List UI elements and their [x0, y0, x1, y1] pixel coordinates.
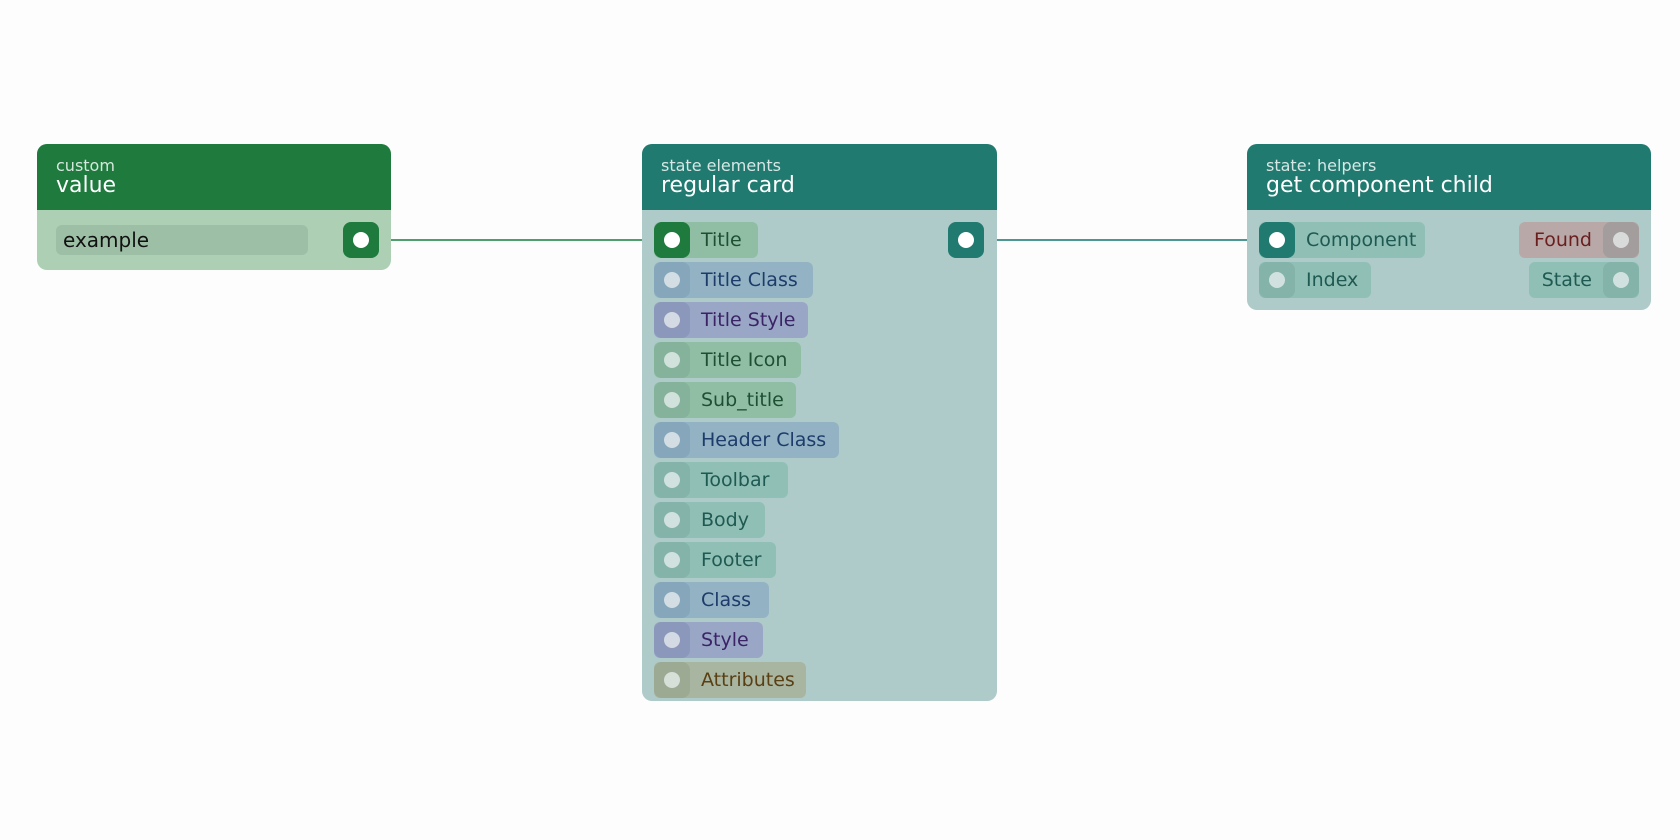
port-label: State: [1541, 269, 1592, 291]
port-dot-icon: [664, 352, 680, 368]
port-label: Footer: [701, 549, 762, 571]
port-socket[interactable]: [654, 662, 690, 698]
port-label: Component: [1306, 229, 1417, 251]
port-label: Body: [701, 509, 749, 531]
input-port-sub-title[interactable]: Sub_title: [654, 382, 796, 418]
port-socket[interactable]: [1259, 222, 1295, 258]
port-socket[interactable]: [654, 262, 690, 298]
input-port-header-class[interactable]: Header Class: [654, 422, 839, 458]
port-dot-icon: [664, 232, 680, 248]
input-port-component[interactable]: Component: [1259, 222, 1425, 258]
port-socket[interactable]: [654, 462, 690, 498]
input-port-style[interactable]: Style: [654, 622, 763, 658]
node-title: get component child: [1266, 173, 1493, 198]
port-socket[interactable]: [654, 342, 690, 378]
port-dot-icon: [664, 392, 680, 408]
regular-card-node-header[interactable]: state elements regular card: [642, 144, 997, 210]
port-label: Title: [701, 229, 742, 251]
port-label: Title Class: [701, 269, 798, 291]
input-port-footer[interactable]: Footer: [654, 542, 776, 578]
port-label: Index: [1306, 269, 1359, 291]
port-socket[interactable]: [654, 302, 690, 338]
port-label: Sub_title: [701, 389, 784, 411]
input-port-attributes[interactable]: Attributes: [654, 662, 806, 698]
value-output-port[interactable]: [343, 222, 379, 258]
input-port-title-icon[interactable]: Title Icon: [654, 342, 801, 378]
value-input[interactable]: example: [56, 225, 308, 255]
input-port-title-class[interactable]: Title Class: [654, 262, 813, 298]
get-component-child-node[interactable]: state: helpers get component child Compo…: [1247, 144, 1651, 310]
input-port-title[interactable]: Title: [654, 222, 758, 258]
node-category: custom: [56, 156, 115, 175]
node-category: state: helpers: [1266, 156, 1377, 175]
port-label: Attributes: [701, 669, 795, 691]
port-socket[interactable]: [654, 502, 690, 538]
port-socket[interactable]: [1259, 262, 1295, 298]
port-label: Toolbar: [701, 469, 770, 491]
port-label: Style: [701, 629, 749, 651]
port-socket[interactable]: [654, 382, 690, 418]
port-socket[interactable]: [1603, 222, 1639, 258]
input-port-title-style[interactable]: Title Style: [654, 302, 808, 338]
port-label: Title Icon: [701, 349, 788, 371]
input-port-class[interactable]: Class: [654, 582, 769, 618]
port-dot-icon: [664, 632, 680, 648]
port-dot-icon: [1613, 232, 1629, 248]
input-port-toolbar[interactable]: Toolbar: [654, 462, 788, 498]
port-dot-icon: [664, 272, 680, 288]
port-dot-icon: [664, 512, 680, 528]
value-node-header[interactable]: custom value: [37, 144, 391, 210]
port-dot-icon: [353, 232, 369, 248]
node-title: regular card: [661, 173, 795, 198]
port-dot-icon: [664, 592, 680, 608]
port-dot-icon: [1269, 232, 1285, 248]
port-dot-icon: [664, 432, 680, 448]
port-label: Title Style: [701, 309, 796, 331]
output-port-state[interactable]: State: [1529, 262, 1639, 298]
port-dot-icon: [1269, 272, 1285, 288]
port-socket[interactable]: [654, 422, 690, 458]
output-port-found[interactable]: Found: [1519, 222, 1639, 258]
node-title: value: [56, 173, 117, 198]
port-dot-icon: [664, 312, 680, 328]
port-socket[interactable]: [654, 582, 690, 618]
input-port-body[interactable]: Body: [654, 502, 765, 538]
port-socket[interactable]: [654, 542, 690, 578]
port-dot-icon: [1613, 272, 1629, 288]
port-socket[interactable]: [1603, 262, 1639, 298]
port-socket[interactable]: [654, 222, 690, 258]
node-category: state elements: [661, 156, 781, 175]
value-node[interactable]: custom value example: [37, 144, 391, 270]
port-socket[interactable]: [654, 622, 690, 658]
port-label: Found: [1533, 229, 1592, 251]
input-port-index[interactable]: Index: [1259, 262, 1371, 298]
port-label: Header Class: [701, 429, 827, 451]
port-dot-icon: [664, 552, 680, 568]
port-label: Class: [701, 589, 751, 611]
regular-card-output-port[interactable]: [948, 222, 984, 258]
port-dot-icon: [958, 232, 974, 248]
port-dot-icon: [664, 672, 680, 688]
get-component-child-node-header[interactable]: state: helpers get component child: [1247, 144, 1651, 210]
port-dot-icon: [664, 472, 680, 488]
